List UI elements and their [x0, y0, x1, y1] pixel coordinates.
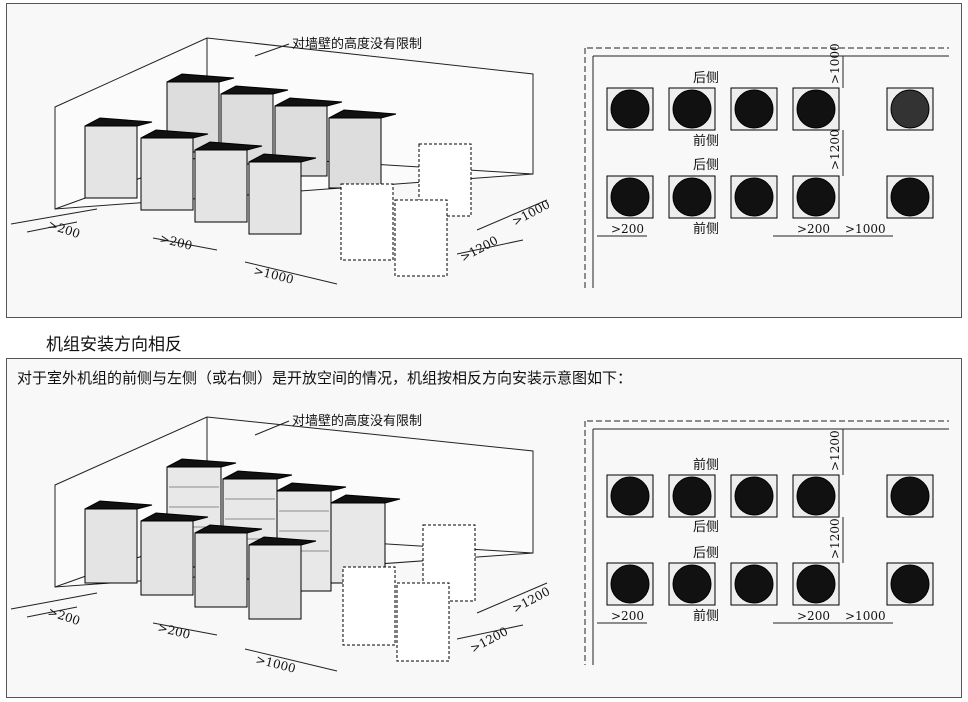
plan-row2-bottom-label: 前侧 — [693, 608, 719, 624]
plan-dim-h1: >200 — [611, 222, 644, 236]
plan-row1-top-label: 前侧 — [693, 457, 719, 473]
unit-group-front — [84, 117, 317, 235]
unit-group-dashed — [342, 524, 476, 662]
plan-dim-h2: >200 — [797, 609, 830, 623]
plan-units-row2 — [606, 562, 934, 606]
section-caption: 机组安装方向相反 — [46, 335, 182, 355]
iso-dim-200-b: >200 — [158, 231, 193, 253]
plan-dim-v2: >1200 — [828, 129, 842, 170]
plan-row2-bottom-label: 前侧 — [693, 221, 719, 237]
plan-dim-v2: >1200 — [828, 518, 842, 559]
plan-row2-top-label: 后侧 — [693, 546, 719, 561]
plan-row1-bottom-label: 后侧 — [693, 520, 719, 535]
iso-dim-1000-a: >1000 — [252, 263, 295, 286]
plan-units-row1 — [606, 474, 934, 518]
wall-height-note: 对墙壁的高度没有限制 — [292, 36, 422, 52]
iso-dim-200-a: >200 — [46, 218, 82, 242]
unit-group-front — [84, 500, 317, 620]
unit-group-dashed — [340, 143, 472, 277]
iso-dim-1000: >1000 — [254, 652, 297, 675]
intro-text: 对于室外机组的前侧与左侧（或右侧）是开放空间的情况，机组按相反方向安装示意图如下… — [17, 369, 633, 387]
plan-row2-top-label: 后侧 — [693, 158, 719, 173]
iso-dim-1200-b: >1200 — [510, 584, 552, 615]
iso-dim-200-a: >200 — [46, 605, 82, 629]
wall-height-note: 对墙壁的高度没有限制 — [292, 413, 422, 429]
top-plan-view: 后侧 前侧 后侧 前侧 >1000 >1200 >200 >200 >1000 — [584, 43, 949, 288]
iso-dim-200-b: >200 — [156, 620, 191, 642]
bottom-isometric-view: >200 >200 >1000 >1200 >1200 对墙壁的高度没有限制 — [10, 413, 552, 676]
top-isometric-view: >200 >200 >1000 >1200 >1000 对墙壁的高度没有限制 — [10, 36, 552, 287]
plan-dim-h3: >1000 — [845, 222, 886, 236]
plan-dim-h3: >1000 — [845, 609, 886, 623]
plan-dim-h2: >200 — [797, 222, 830, 236]
iso-dim-1000-b: >1000 — [510, 197, 552, 228]
plan-dim-h1: >200 — [611, 609, 644, 623]
iso-dim-1200-a: >1200 — [468, 624, 510, 655]
plan-units-row2 — [606, 175, 934, 219]
top-diagram-panel: >200 >200 >1000 >1200 >1000 对墙壁的高度没有限制 — [6, 3, 962, 318]
plan-row1-top-label: 后侧 — [693, 71, 719, 86]
bottom-diagram-panel: 对于室外机组的前侧与左侧（或右侧）是开放空间的情况，机组按相反方向安装示意图如下… — [6, 358, 962, 698]
iso-dim-1200: >1200 — [458, 233, 500, 264]
plan-units-row1 — [606, 87, 934, 131]
bottom-plan-view: 前侧 后侧 后侧 前侧 >1200 >1200 >200 >200 >1000 — [584, 420, 949, 665]
plan-row1-bottom-label: 前侧 — [693, 133, 719, 149]
plan-dim-v1: >1200 — [828, 430, 842, 471]
plan-dim-v1: >1000 — [828, 43, 842, 84]
